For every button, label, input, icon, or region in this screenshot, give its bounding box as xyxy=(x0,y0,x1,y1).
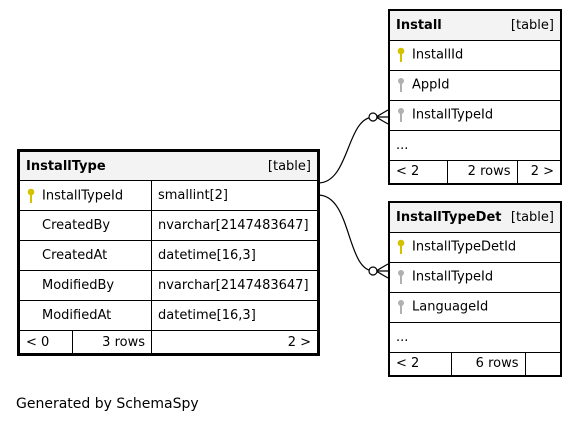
row-count: 6 rows xyxy=(450,351,526,377)
edge-install-optional-marker xyxy=(368,112,378,122)
table-name: InstallTypeDet xyxy=(396,209,502,225)
column-name: CreatedAt xyxy=(42,248,108,263)
primary-key-icon xyxy=(397,239,405,254)
table-name: Install xyxy=(396,17,442,33)
children-link[interactable] xyxy=(524,351,562,377)
children-link[interactable]: 2 > xyxy=(516,159,562,185)
column-row[interactable]: LanguageId xyxy=(388,291,562,323)
column-name: LanguageId xyxy=(412,299,489,315)
table-kind: [table] xyxy=(267,158,311,174)
foreign-key-icon xyxy=(398,270,404,284)
primary-key-icon xyxy=(397,47,405,62)
edge-install-crowfoot xyxy=(375,109,389,125)
generated-by-label: Generated by SchemaSpy xyxy=(16,396,199,412)
table-installtype: InstallType [table] InstallTypeId smalli… xyxy=(17,149,320,356)
children-link[interactable]: 2 > xyxy=(151,330,319,355)
table-kind: [table] xyxy=(510,17,554,33)
column-type: smallint[2] xyxy=(151,180,319,211)
edge-installtypedet-crowfoot xyxy=(375,263,389,279)
table-header[interactable]: InstallTypeDet [table] xyxy=(388,201,562,233)
column-row[interactable]: ModifiedBy nvarchar[2147483647] xyxy=(18,270,319,301)
edge-installtypedet-to-installtype xyxy=(317,194,375,272)
column-name: InstallTypeDetId xyxy=(412,239,517,255)
table-installtypedet: InstallTypeDet [table] InstallTypeDetId … xyxy=(388,201,562,377)
column-type: datetime[16,3] xyxy=(151,300,319,331)
column-name: InstallTypeId xyxy=(42,188,124,203)
primary-key-icon xyxy=(27,188,35,203)
column-row[interactable]: CreatedAt datetime[16,3] xyxy=(18,240,319,271)
column-name: CreatedBy xyxy=(42,218,111,233)
parents-link[interactable]: < 2 xyxy=(388,159,448,185)
column-name: InstallTypeId xyxy=(412,269,494,285)
column-type: nvarchar[2147483647] xyxy=(151,210,319,241)
column-type: datetime[16,3] xyxy=(151,240,319,271)
row-count: 2 rows xyxy=(446,159,518,185)
column-name: InstallId xyxy=(412,47,464,63)
foreign-key-icon xyxy=(398,78,404,92)
row-count: 3 rows xyxy=(72,330,152,355)
table-kind: [table] xyxy=(510,209,554,225)
table-header[interactable]: InstallType [table] xyxy=(18,150,319,181)
column-row[interactable]: InstallTypeDetId xyxy=(388,231,562,263)
table-name: InstallType xyxy=(26,158,106,174)
edge-install-to-installtype xyxy=(317,116,375,184)
column-row[interactable]: AppId xyxy=(388,69,562,101)
column-row[interactable]: ModifiedAt datetime[16,3] xyxy=(18,300,319,331)
edge-installtypedet-optional-marker xyxy=(368,266,378,276)
column-row[interactable]: InstallId xyxy=(388,39,562,71)
parents-link[interactable]: < 2 xyxy=(388,351,452,377)
foreign-key-icon xyxy=(398,108,404,122)
column-type: nvarchar[2147483647] xyxy=(151,270,319,301)
column-name: AppId xyxy=(412,77,450,93)
table-install: Install [table] InstallId AppId InstallT… xyxy=(388,9,562,185)
table-header[interactable]: Install [table] xyxy=(388,9,562,41)
column-name: ModifiedBy xyxy=(42,278,115,293)
column-row[interactable]: InstallTypeId smallint[2] xyxy=(18,180,319,211)
foreign-key-icon xyxy=(398,300,404,314)
column-row[interactable]: InstallTypeId xyxy=(388,99,562,131)
more-columns: ... xyxy=(388,321,562,353)
column-name: InstallTypeId xyxy=(412,107,494,123)
parents-link[interactable]: < 0 xyxy=(18,330,73,355)
column-name: ModifiedAt xyxy=(42,308,112,323)
more-columns: ... xyxy=(388,129,562,161)
column-row[interactable]: CreatedBy nvarchar[2147483647] xyxy=(18,210,319,241)
column-row[interactable]: InstallTypeId xyxy=(388,261,562,293)
